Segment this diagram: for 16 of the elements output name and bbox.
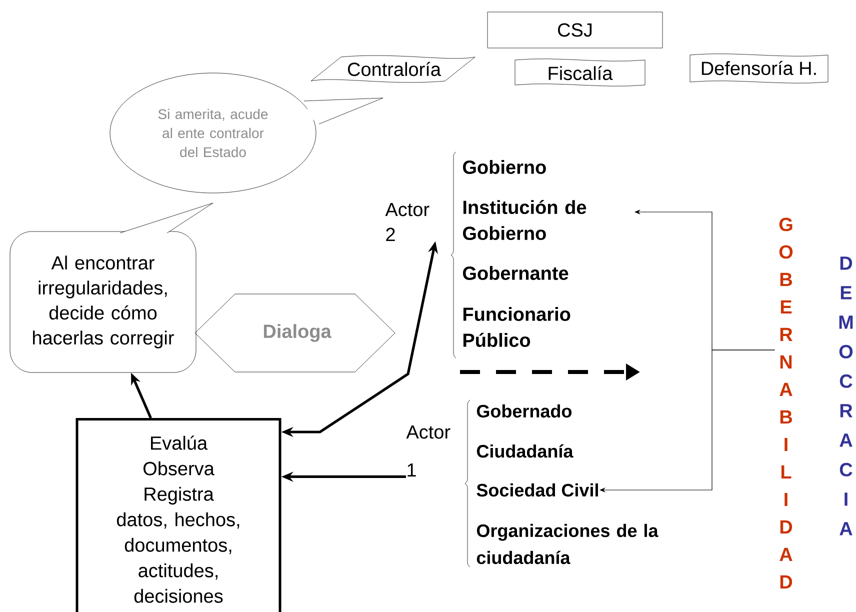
list-item: Sociedad Civil xyxy=(476,483,598,497)
process-box: Evalúa Observa Registra datos, hechos, documentos, actitudes, decisiones xyxy=(76,418,282,612)
list-item: Institución de Gobierno xyxy=(463,200,586,240)
vertical-text: DEMOCRACIA xyxy=(839,256,853,536)
hexagon: Dialoga xyxy=(194,294,396,372)
list-item: Gobernante xyxy=(463,266,568,280)
list-item: Gobernado xyxy=(476,404,572,418)
label-box: CSJ xyxy=(487,12,663,48)
actor-label: Actor 2 xyxy=(385,202,430,242)
list-item: Ciudadanía xyxy=(476,444,574,458)
speech-bubble: Al encontrar irregularidades, decide cómo hacerlas corregir xyxy=(10,202,214,373)
list-item: Organizaciones de la ciudadanía xyxy=(476,524,658,564)
list-item: Gobierno xyxy=(463,160,546,174)
vertical-text: GOBERNABILIDAD xyxy=(779,218,793,588)
list-item: Funcionario Público xyxy=(463,307,570,347)
actor-label: Actor 1 xyxy=(406,425,450,477)
